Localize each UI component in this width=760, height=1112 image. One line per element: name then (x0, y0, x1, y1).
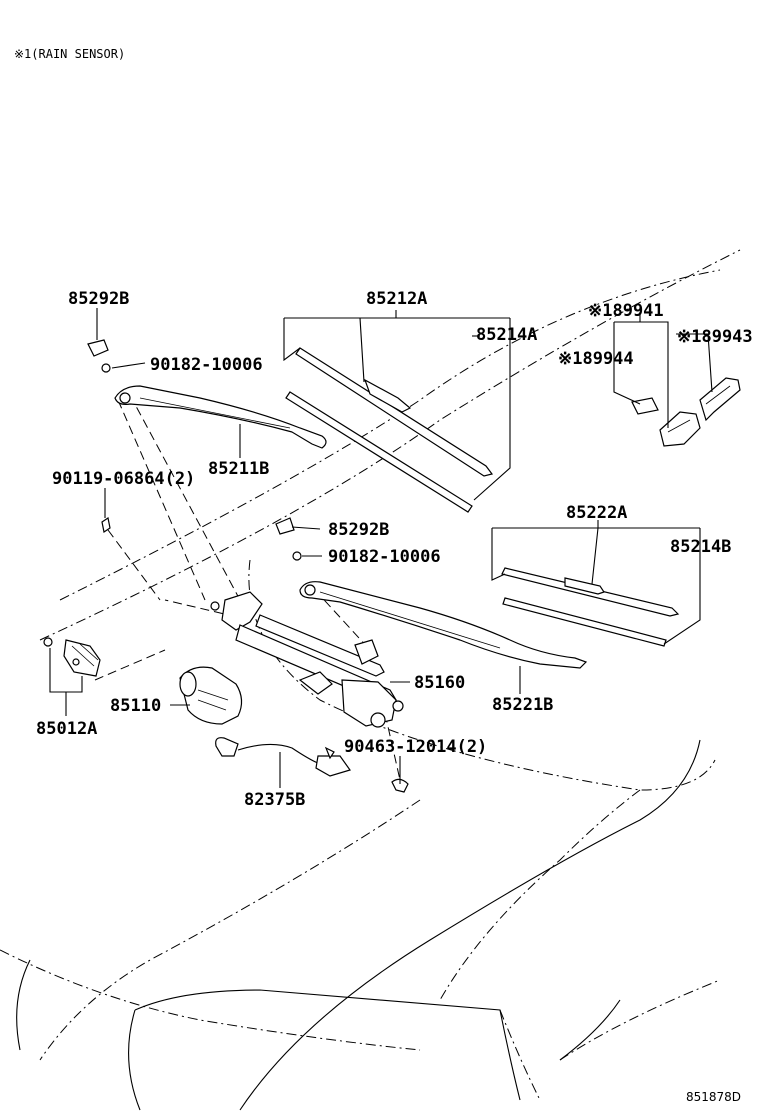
part-89944: ※189944 (558, 349, 634, 369)
part-90182-mid: 90182-10006 (328, 547, 441, 567)
vehicle-body-outline (0, 249, 741, 1101)
part-85212a: 85212A (366, 289, 427, 309)
part-85160: 85160 (414, 673, 465, 693)
part-90463: 90463-12014(2) (344, 737, 487, 757)
wiper-motor-85110 (179, 666, 243, 725)
fasteners (87, 339, 409, 793)
part-90119: 90119-06864(2) (52, 469, 195, 489)
diagram-code: 851878D (686, 1090, 741, 1104)
wiper-link-assembly (210, 591, 404, 728)
part-85214a: 85214A (476, 325, 537, 345)
part-85211b: 85211B (208, 459, 269, 479)
labels: ※1(RAIN SENSOR) 85292B 90182-10006 85212… (14, 47, 753, 1104)
part-82375b: 82375B (244, 790, 305, 810)
wiper-arm-85211b (114, 385, 327, 449)
assembly-guide-lines (94, 394, 401, 781)
part-85222a: 85222A (566, 503, 627, 523)
rain-sensor-parts (631, 377, 741, 447)
vehicle-body-lines (16, 739, 701, 1111)
part-85292b-mid: 85292B (328, 520, 389, 540)
part-90182-top: 90182-10006 (150, 355, 263, 375)
bracket-85012a (43, 637, 101, 677)
leader-lines (49, 308, 713, 788)
rain-sensor-note: ※1(RAIN SENSOR) (14, 47, 125, 61)
part-85221b: 85221B (492, 695, 553, 715)
part-85110: 85110 (110, 696, 161, 716)
wire-harness-82375b (215, 737, 351, 777)
wiper-blade-85222a (501, 567, 680, 647)
wiper-blade-85212a (285, 347, 494, 513)
part-85012a: 85012A (36, 719, 97, 739)
part-85292b-top: 85292B (68, 289, 129, 309)
wiper-arm-85221b (299, 581, 588, 669)
part-89941: ※189941 (588, 301, 664, 321)
part-89943: ※189943 (677, 327, 753, 347)
part-85214b: 85214B (670, 537, 731, 557)
